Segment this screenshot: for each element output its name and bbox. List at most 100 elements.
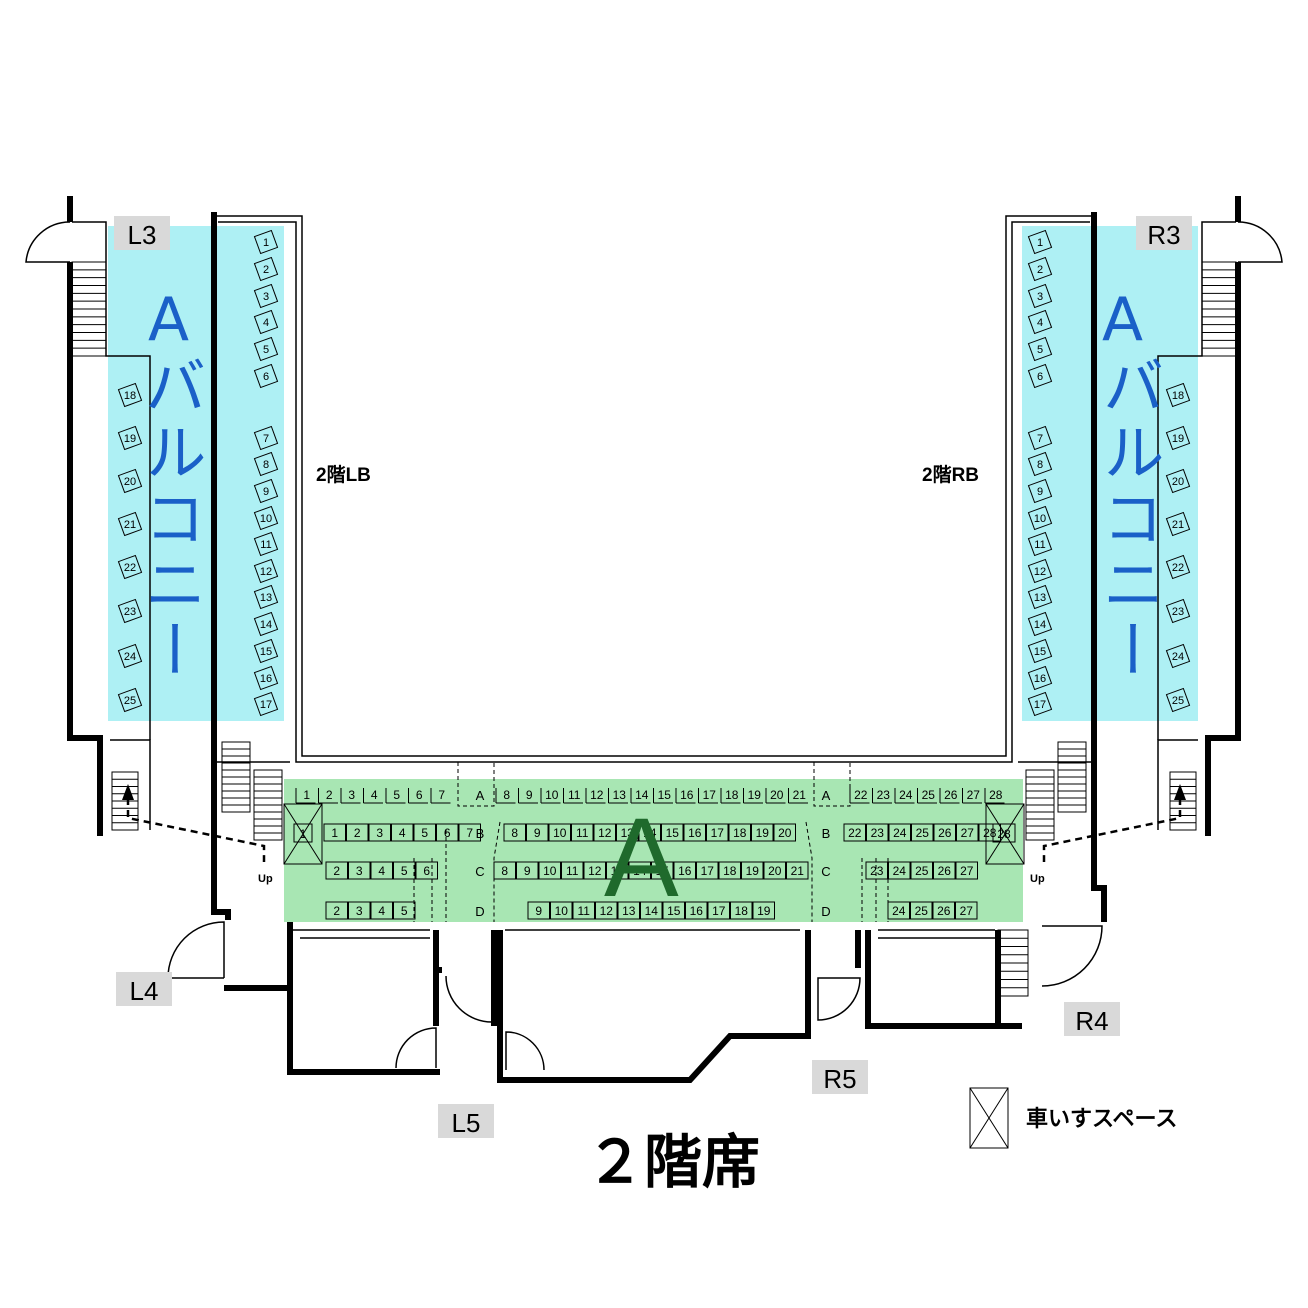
balcony-seat[interactable]: 6 bbox=[253, 363, 279, 389]
balcony-seat[interactable]: 24 bbox=[117, 643, 143, 669]
seat[interactable]: 4 bbox=[363, 788, 384, 804]
seat[interactable]: 16 bbox=[685, 901, 708, 920]
seat[interactable]: 3 bbox=[348, 861, 371, 880]
balcony-seat[interactable]: 20 bbox=[1165, 468, 1191, 494]
balcony-seat[interactable]: 3 bbox=[253, 283, 279, 309]
seat[interactable]: 5 bbox=[393, 861, 416, 880]
seat[interactable] bbox=[293, 823, 313, 843]
seat[interactable]: 20 bbox=[773, 823, 796, 842]
seat[interactable]: 9 bbox=[526, 823, 549, 842]
seat[interactable]: 8 bbox=[493, 861, 516, 880]
seat[interactable]: 2 bbox=[318, 788, 339, 804]
seat[interactable]: 19 bbox=[743, 788, 764, 804]
seat[interactable]: 27 bbox=[956, 823, 979, 842]
balcony-seat[interactable]: 22 bbox=[1165, 554, 1191, 580]
balcony-seat[interactable]: 23 bbox=[117, 598, 143, 624]
seat[interactable]: 14 bbox=[630, 788, 651, 804]
seat[interactable]: 3 bbox=[348, 901, 371, 920]
balcony-seat[interactable]: 8 bbox=[253, 451, 279, 477]
seat[interactable]: 27 bbox=[962, 788, 983, 804]
seat[interactable]: 14 bbox=[640, 901, 663, 920]
seat[interactable]: 16 bbox=[673, 861, 696, 880]
seat[interactable]: 6 bbox=[436, 823, 459, 842]
seat[interactable]: 23 bbox=[872, 788, 893, 804]
zone-a-right-balcony-highlight[interactable] bbox=[1022, 226, 1198, 721]
seat[interactable]: 26 bbox=[933, 861, 956, 880]
balcony-seat[interactable]: 20 bbox=[117, 468, 143, 494]
seat[interactable]: 17 bbox=[696, 861, 719, 880]
seat[interactable]: 11 bbox=[561, 861, 584, 880]
seat[interactable]: 5 bbox=[413, 823, 436, 842]
seat[interactable]: 13 bbox=[616, 823, 639, 842]
seat[interactable]: 22 bbox=[849, 788, 870, 804]
seat[interactable]: 2 bbox=[346, 823, 369, 842]
seat[interactable]: 10 bbox=[540, 788, 561, 804]
seat[interactable]: 22 bbox=[843, 823, 866, 842]
seat[interactable]: 5 bbox=[385, 788, 406, 804]
seat[interactable]: 24 bbox=[888, 861, 911, 880]
balcony-seat[interactable]: 24 bbox=[1165, 643, 1191, 669]
seat[interactable]: 12 bbox=[595, 901, 618, 920]
seat[interactable]: 14 bbox=[628, 861, 651, 880]
balcony-seat[interactable]: 10 bbox=[1027, 505, 1053, 531]
balcony-seat[interactable]: 11 bbox=[1027, 531, 1053, 557]
balcony-seat[interactable]: 3 bbox=[1027, 283, 1053, 309]
balcony-seat[interactable]: 23 bbox=[1165, 598, 1191, 624]
seat[interactable]: 11 bbox=[563, 788, 584, 804]
seat[interactable]: 5 bbox=[393, 901, 416, 920]
balcony-seat[interactable]: 12 bbox=[1027, 558, 1053, 584]
seat[interactable]: 25 bbox=[917, 788, 938, 804]
seat[interactable]: 21 bbox=[786, 861, 809, 880]
balcony-seat[interactable]: 22 bbox=[117, 554, 143, 580]
seat[interactable]: 4 bbox=[370, 901, 393, 920]
seat[interactable]: 15 bbox=[661, 823, 684, 842]
seat[interactable]: 18 bbox=[730, 901, 753, 920]
balcony-seat[interactable]: 7 bbox=[1027, 425, 1053, 451]
seat[interactable]: 6 bbox=[415, 861, 438, 880]
seat[interactable]: 12 bbox=[593, 823, 616, 842]
seat[interactable]: 24 bbox=[887, 901, 910, 920]
seat[interactable]: 23 bbox=[866, 823, 889, 842]
seat[interactable]: 16 bbox=[683, 823, 706, 842]
balcony-seat[interactable]: 13 bbox=[1027, 584, 1053, 610]
balcony-seat[interactable]: 13 bbox=[253, 584, 279, 610]
seat[interactable]: 26 bbox=[932, 901, 955, 920]
balcony-seat[interactable]: 14 bbox=[1027, 611, 1053, 637]
balcony-seat[interactable]: 25 bbox=[1165, 687, 1191, 713]
balcony-seat[interactable]: 5 bbox=[253, 336, 279, 362]
seat[interactable]: 3 bbox=[368, 823, 391, 842]
balcony-seat[interactable]: 10 bbox=[253, 505, 279, 531]
seat[interactable]: 6 bbox=[408, 788, 429, 804]
seat[interactable]: 13 bbox=[606, 861, 629, 880]
seat[interactable]: 13 bbox=[608, 788, 629, 804]
balcony-seat[interactable]: 4 bbox=[253, 309, 279, 335]
balcony-seat[interactable]: 15 bbox=[253, 638, 279, 664]
balcony-seat[interactable]: 4 bbox=[1027, 309, 1053, 335]
seat[interactable]: 20 bbox=[765, 788, 786, 804]
seat[interactable]: 27 bbox=[955, 901, 978, 920]
balcony-seat[interactable]: 9 bbox=[253, 478, 279, 504]
seat[interactable]: 24 bbox=[894, 788, 915, 804]
seat[interactable]: 9 bbox=[527, 901, 550, 920]
balcony-seat[interactable]: 2 bbox=[1027, 256, 1053, 282]
seat[interactable]: 15 bbox=[662, 901, 685, 920]
balcony-seat[interactable]: 21 bbox=[117, 511, 143, 537]
seat[interactable]: 17 bbox=[698, 788, 719, 804]
seat[interactable]: 11 bbox=[572, 901, 595, 920]
seat[interactable]: 17 bbox=[706, 823, 729, 842]
balcony-seat[interactable]: 1 bbox=[1027, 229, 1053, 255]
seat[interactable]: 18 bbox=[720, 788, 741, 804]
balcony-seat[interactable]: 18 bbox=[1165, 382, 1191, 408]
seat[interactable]: 10 bbox=[538, 861, 561, 880]
seat[interactable]: 10 bbox=[550, 901, 573, 920]
balcony-seat[interactable]: 19 bbox=[117, 425, 143, 451]
seat[interactable]: 2 bbox=[325, 901, 348, 920]
seat[interactable]: 4 bbox=[391, 823, 414, 842]
balcony-seat[interactable]: 16 bbox=[253, 665, 279, 691]
seat[interactable]: 2 bbox=[325, 861, 348, 880]
balcony-seat[interactable]: 25 bbox=[117, 687, 143, 713]
seat[interactable]: 23 bbox=[865, 861, 888, 880]
balcony-seat[interactable]: 18 bbox=[117, 382, 143, 408]
seat[interactable]: 19 bbox=[751, 823, 774, 842]
seat[interactable]: 8 bbox=[495, 788, 516, 804]
